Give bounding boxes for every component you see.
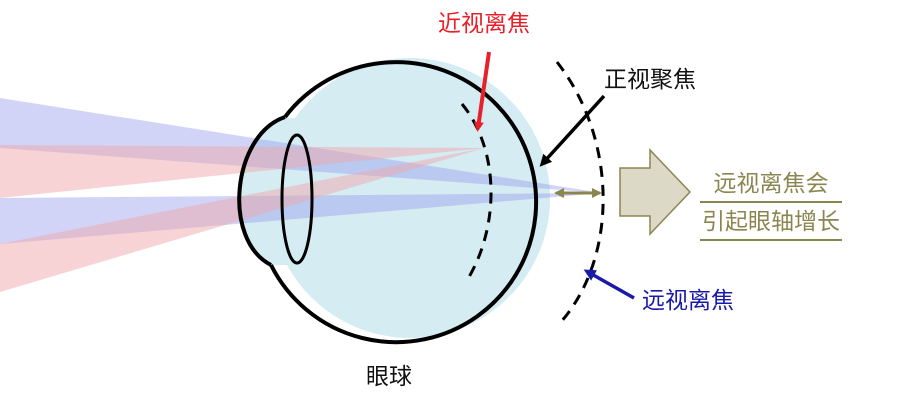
normal-pointer-arrow (539, 94, 606, 167)
eyeball-outline (237, 60, 539, 345)
light-rays (0, 98, 602, 292)
myopic-pointer-arrow (473, 51, 491, 132)
axial-growth-note-line1: 远视离焦会 (700, 167, 842, 203)
big-right-arrow (619, 148, 692, 236)
blue-light-beam-upper (0, 98, 602, 193)
eyeball-label: 眼球 (366, 364, 412, 390)
normal-focus-label: 正视聚焦 (604, 67, 696, 93)
hyperopic-pointer-arrow (583, 269, 635, 300)
myopic-focus-label: 近视离焦 (438, 11, 530, 37)
lens (280, 133, 314, 265)
hyperopic-focal-plane (555, 61, 605, 324)
hyperopic-focus-label: 远视离焦 (642, 288, 734, 314)
axial-growth-note-line2: 引起眼轴增长 (700, 205, 842, 241)
axial-growth-note: 远视离焦会 引起眼轴增长 (700, 167, 842, 241)
